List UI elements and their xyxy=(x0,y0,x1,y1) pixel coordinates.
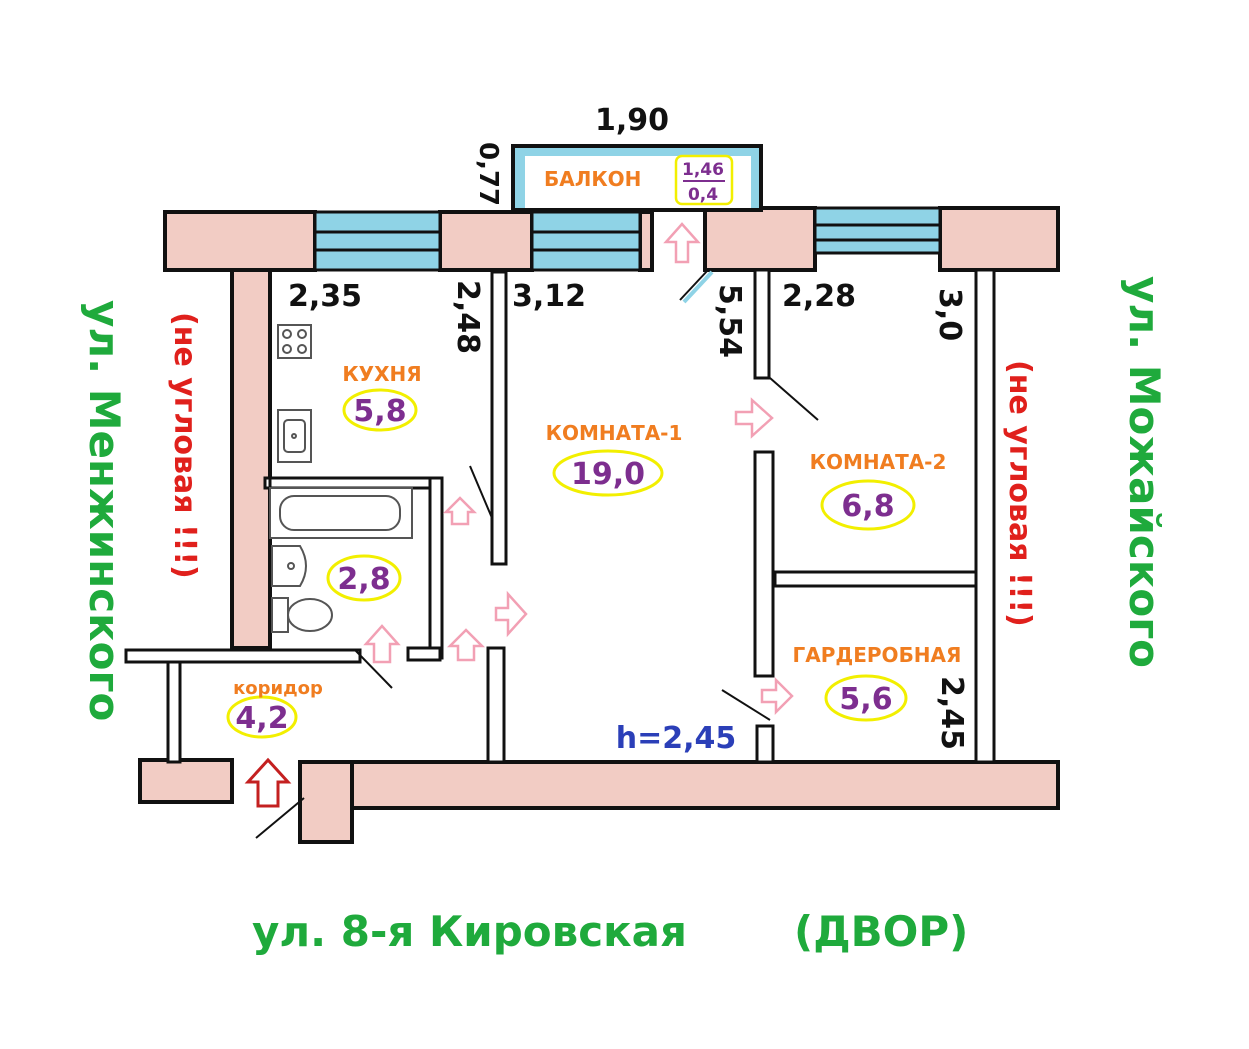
room2-length: 3,0 xyxy=(932,288,967,341)
ceiling-height: h=2,45 xyxy=(616,721,737,756)
door-swings xyxy=(255,377,819,839)
bathroom-area: 2,8 xyxy=(337,562,390,597)
balcony xyxy=(511,144,763,304)
stove-icon xyxy=(277,324,312,359)
partition-room1-room2 xyxy=(753,450,775,678)
door-arrows xyxy=(363,397,794,716)
arrow-corridor-up xyxy=(446,628,486,662)
balcony-label: БАЛКОН xyxy=(544,167,641,191)
kitchen-area: 5,8 xyxy=(353,394,406,429)
room1-area-ellipse xyxy=(552,449,664,497)
street-bottom: ул. 8-я Кировская xyxy=(252,907,687,956)
partition-room2-wardrobe xyxy=(773,570,981,588)
balcony-depth: 0,77 xyxy=(473,142,503,206)
arrow-bathroom xyxy=(363,624,401,664)
kitchen-area-ellipse xyxy=(342,388,418,432)
fixtures xyxy=(269,324,413,633)
left-interior-wall xyxy=(230,268,272,650)
balcony-width: 1,90 xyxy=(595,103,669,138)
corridor-left-post xyxy=(166,660,182,764)
room2-width: 2,28 xyxy=(782,279,856,314)
entrance-arrow xyxy=(244,757,292,808)
washbasin-icon xyxy=(271,545,307,587)
right-interior-wall xyxy=(974,268,996,764)
room2-window xyxy=(813,206,942,255)
kitchen-length: 2,48 xyxy=(450,280,485,354)
right-note: (не угловая !!!) xyxy=(1002,360,1037,627)
wardrobe-area-ellipse xyxy=(824,674,908,722)
top-wall-pier xyxy=(438,210,534,272)
room1-length: 5,54 xyxy=(712,284,747,358)
corridor-label: коридор xyxy=(233,678,323,699)
bathroom-area-ellipse xyxy=(326,554,402,602)
wardrobe-length: 2,45 xyxy=(934,676,969,750)
area-ellipses xyxy=(226,388,916,739)
room1-width: 3,12 xyxy=(512,279,586,314)
partition-bath-bottom xyxy=(406,646,442,662)
room1-area: 19,0 xyxy=(571,457,645,492)
bottom-wall-return xyxy=(298,760,354,844)
balcony-area-box xyxy=(674,154,734,206)
street-bottom-suffix: (ДВОР) xyxy=(794,907,968,956)
toilet-icon xyxy=(271,597,333,633)
room2-area-ellipse xyxy=(820,479,916,531)
partition-room1-room2-top xyxy=(753,268,771,380)
partition-corridor-room1 xyxy=(486,646,506,764)
street-left: ул. Менжинского xyxy=(80,300,129,721)
top-wall-right-a xyxy=(703,206,817,272)
partition-kitchen-room1 xyxy=(490,270,508,566)
arrow-kitchen xyxy=(442,496,478,526)
kitchen-label: КУХНЯ xyxy=(342,362,421,386)
bathtub-icon xyxy=(269,487,413,539)
balcony-door-arrow xyxy=(663,222,701,264)
top-wall-right-b xyxy=(938,206,1060,272)
partitions xyxy=(124,268,996,764)
partition-corridor-top xyxy=(124,648,362,664)
area-values: 1,46 0,4 5,8 19,0 6,8 5,6 2,8 4,2 xyxy=(235,160,894,736)
room1-label: КОМНАТА-1 xyxy=(546,421,683,445)
balcony-door-leaf xyxy=(682,270,714,304)
arrow-room1 xyxy=(494,590,528,638)
exterior-walls xyxy=(138,206,1060,844)
room-labels: БАЛКОН КУХНЯ КОМНАТА-1 КОМНАТА-2 ГАРДЕРО… xyxy=(233,167,961,699)
arrow-room2 xyxy=(734,397,774,439)
top-wall-left xyxy=(163,210,317,272)
wardrobe-area: 5,6 xyxy=(839,682,892,717)
dimensions: 1,90 0,77 2,35 2,48 3,12 5,54 2,28 3,0 2… xyxy=(288,103,969,750)
kitchen-width: 2,35 xyxy=(288,279,362,314)
bottom-wall xyxy=(298,760,1060,810)
top-wall-mid xyxy=(638,210,654,272)
street-right: ул. Можайского xyxy=(1120,276,1169,668)
windows xyxy=(313,206,942,272)
wardrobe-label: ГАРДЕРОБНАЯ xyxy=(793,643,962,667)
balcony-area-bottom: 0,4 xyxy=(688,185,718,205)
partition-bath-right xyxy=(428,476,444,660)
sink-icon xyxy=(277,409,312,463)
room2-label: КОМНАТА-2 xyxy=(810,450,947,474)
left-note: (не угловая !!!) xyxy=(167,312,202,579)
bottom-left-wall xyxy=(138,758,234,804)
kitchen-window xyxy=(313,210,442,272)
balcony-area-top: 1,46 xyxy=(682,160,724,180)
partition-kitchen-bath xyxy=(263,476,442,490)
corridor-area-ellipse xyxy=(226,695,298,739)
room2-area: 6,8 xyxy=(841,489,894,524)
corridor-area: 4,2 xyxy=(235,701,288,736)
partition-wardrobe-door xyxy=(755,724,775,764)
room1-window xyxy=(530,210,642,272)
arrow-wardrobe xyxy=(760,676,794,716)
